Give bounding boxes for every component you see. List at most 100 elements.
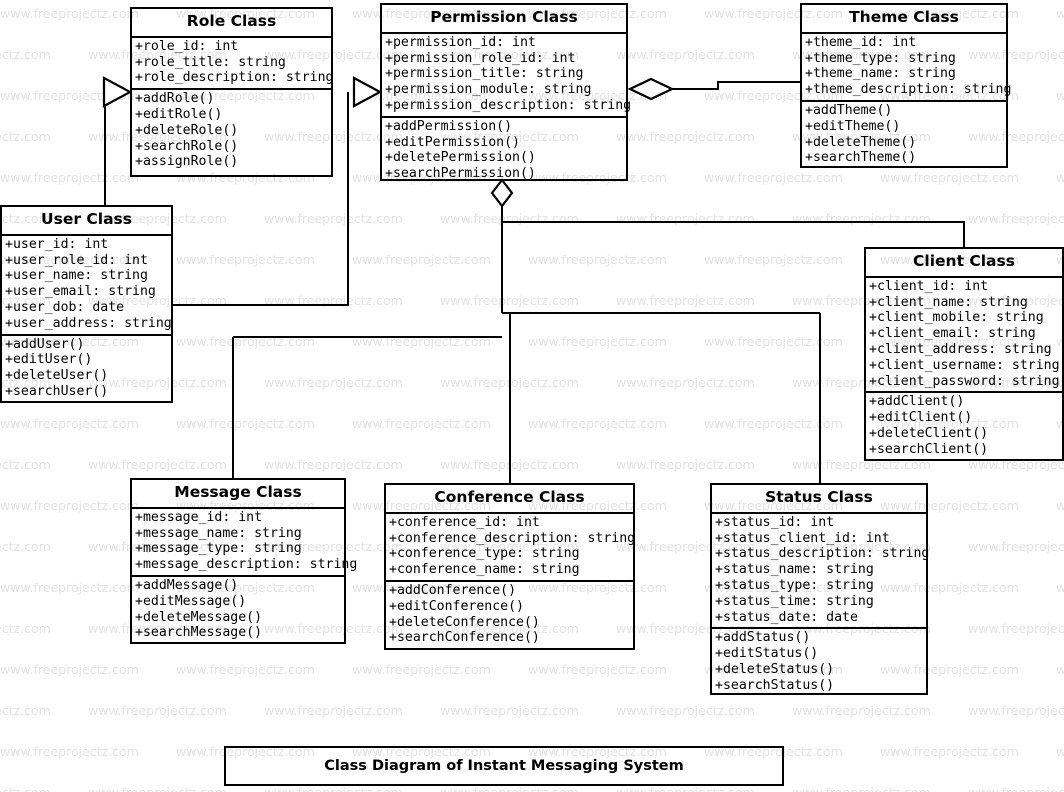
watermark-text: www.freeprojectz.com <box>704 334 843 349</box>
attribute-row: +client_email: string <box>869 326 1036 342</box>
method-row: +deleteConference() <box>389 614 540 630</box>
watermark-text: www.freeprojectz.com <box>352 252 491 267</box>
attribute-row: +message_type: string <box>135 541 302 557</box>
generalization-arrowhead-role <box>102 76 133 108</box>
attribute-row: +permission_title: string <box>385 66 584 82</box>
diagram-caption-box: Class Diagram of Instant Messaging Syste… <box>224 746 784 786</box>
class-box-role[interactable]: Role Class +role_id: int +role_title: st… <box>130 7 334 177</box>
attribute-row: +client_username: string <box>869 357 1060 373</box>
connector-permission-to-client <box>500 205 966 247</box>
attribute-row: +status_name: string <box>715 562 874 578</box>
attribute-row: +client_password: string <box>869 373 1060 389</box>
watermark-text: www.freeprojectz.com <box>264 703 403 718</box>
class-box-theme[interactable]: Theme Class +theme_id: int +theme_type: … <box>800 3 1011 168</box>
method-row: +addUser() <box>5 336 85 352</box>
watermark-text: www.freeprojectz.com <box>0 580 139 595</box>
method-row: +addRole() <box>135 91 215 107</box>
watermark-text: www.freeprojectz.com <box>0 785 51 792</box>
attribute-row: +client_id: int <box>869 278 989 294</box>
watermark-text: www.freeprojectz.com <box>616 293 755 308</box>
method-row: +addStatus() <box>715 630 811 646</box>
watermark-text: www.freeprojectz.com <box>0 703 51 718</box>
class-title-conference: Conference Class <box>386 485 633 514</box>
attribute-row: +theme_name: string <box>805 66 956 82</box>
diagram-caption-text: Class Diagram of Instant Messaging Syste… <box>324 758 684 774</box>
watermark-text: www.freeprojectz.com <box>968 703 1064 718</box>
class-attributes-conference: +conference_id: int +conference_descript… <box>386 514 635 582</box>
watermark-text: www.freeprojectz.com <box>616 129 755 144</box>
attribute-row: +conference_type: string <box>389 546 580 562</box>
watermark-text: www.freeprojectz.com <box>264 457 403 472</box>
watermark-text: www.freeprojectz.com <box>352 334 491 349</box>
attribute-row: +user_role_id: int <box>5 252 148 268</box>
watermark-text: www.freeprojectz.com <box>792 211 931 226</box>
watermark-text: www.freeprojectz.com <box>528 334 667 349</box>
class-attributes-role: +role_id: int +role_title: string +role_… <box>132 38 334 91</box>
attribute-row: +client_address: string <box>869 342 1052 357</box>
class-title-client: Client Class <box>866 249 1062 278</box>
class-attributes-client: +client_id: int +client_name: string +cl… <box>866 278 1062 394</box>
method-row: +deleteStatus() <box>715 661 835 677</box>
watermark-text: www.freeprojectz.com <box>440 293 579 308</box>
watermark-text: www.freeprojectz.com <box>0 88 139 103</box>
watermark-text: www.freeprojectz.com <box>88 785 227 792</box>
watermark-text: www.freeprojectz.com <box>440 457 579 472</box>
method-row: +editRole() <box>135 107 223 122</box>
watermark-text: www.freeprojectz.com <box>968 621 1064 636</box>
watermark-text: www.freeprojectz.com <box>792 785 931 792</box>
method-row: +addTheme() <box>805 103 893 118</box>
watermark-text: www.freeprojectz.com <box>616 375 755 390</box>
method-row: +searchClient() <box>869 441 989 457</box>
class-attributes-message: +message_id: int +message_name: string +… <box>132 509 358 577</box>
method-row: +assignRole() <box>135 154 239 170</box>
watermark-text: www.freeprojectz.com <box>1056 6 1064 21</box>
watermark-text: www.freeprojectz.com <box>0 416 139 431</box>
attribute-row: +user_id: int <box>5 236 109 252</box>
method-row: +editConference() <box>389 598 524 614</box>
class-box-message[interactable]: Message Class +message_id: int +message_… <box>130 478 358 644</box>
attribute-row: +role_id: int <box>135 38 239 54</box>
method-row: +searchPermission() <box>385 166 536 182</box>
attribute-row: +conference_id: int <box>389 514 540 530</box>
watermark-text: www.freeprojectz.com <box>440 211 579 226</box>
watermark-text: www.freeprojectz.com <box>264 375 403 390</box>
watermark-text: www.freeprojectz.com <box>0 129 51 144</box>
watermark-text: www.freeprojectz.com <box>440 703 579 718</box>
attribute-row: +message_description: string <box>135 557 358 573</box>
class-box-permission[interactable]: Permission Class +permission_id: int +pe… <box>380 3 631 182</box>
method-row: +deleteUser() <box>5 368 109 384</box>
attribute-row: +theme_id: int <box>805 34 917 50</box>
watermark-text: www.freeprojectz.com <box>616 47 755 62</box>
class-box-user[interactable]: User Class +user_id: int +user_role_id: … <box>0 205 173 403</box>
method-row: +searchMessage() <box>135 625 263 641</box>
attribute-row: +status_date: date <box>715 609 858 625</box>
class-methods-conference: +addConference() +editConference() +dele… <box>386 582 633 648</box>
class-box-conference[interactable]: Conference Class +conference_id: int +co… <box>384 483 635 650</box>
class-title-user: User Class <box>2 207 171 236</box>
watermark-text: www.freeprojectz.com <box>352 662 491 677</box>
attribute-row: +message_id: int <box>135 509 263 525</box>
watermark-text: www.freeprojectz.com <box>704 416 843 431</box>
class-title-permission: Permission Class <box>382 5 626 34</box>
method-row: +editStatus() <box>715 646 819 662</box>
class-title-theme: Theme Class <box>802 5 1006 34</box>
watermark-text: www.freeprojectz.com <box>176 416 315 431</box>
aggregation-diamond-permission-theme <box>627 77 675 101</box>
watermark-text: www.freeprojectz.com <box>0 621 51 636</box>
class-box-status[interactable]: Status Class +status_id: int +status_cli… <box>710 483 929 695</box>
watermark-text: www.freeprojectz.com <box>616 785 755 792</box>
watermark-text: www.freeprojectz.com <box>880 744 1019 759</box>
watermark-text: www.freeprojectz.com <box>264 211 403 226</box>
watermark-text: www.freeprojectz.com <box>1056 88 1064 103</box>
watermark-text: www.freeprojectz.com <box>0 47 51 62</box>
watermark-text: www.freeprojectz.com <box>176 662 315 677</box>
watermark-text: www.freeprojectz.com <box>528 416 667 431</box>
watermark-text: www.freeprojectz.com <box>352 416 491 431</box>
watermark-text: www.freeprojectz.com <box>968 211 1064 226</box>
class-box-client[interactable]: Client Class +client_id: int +client_nam… <box>864 247 1064 461</box>
watermark-text: www.freeprojectz.com <box>1056 498 1064 513</box>
watermark-text: www.freeprojectz.com <box>88 703 227 718</box>
method-row: +editMessage() <box>135 593 247 609</box>
method-row: +deleteTheme() <box>805 134 917 150</box>
